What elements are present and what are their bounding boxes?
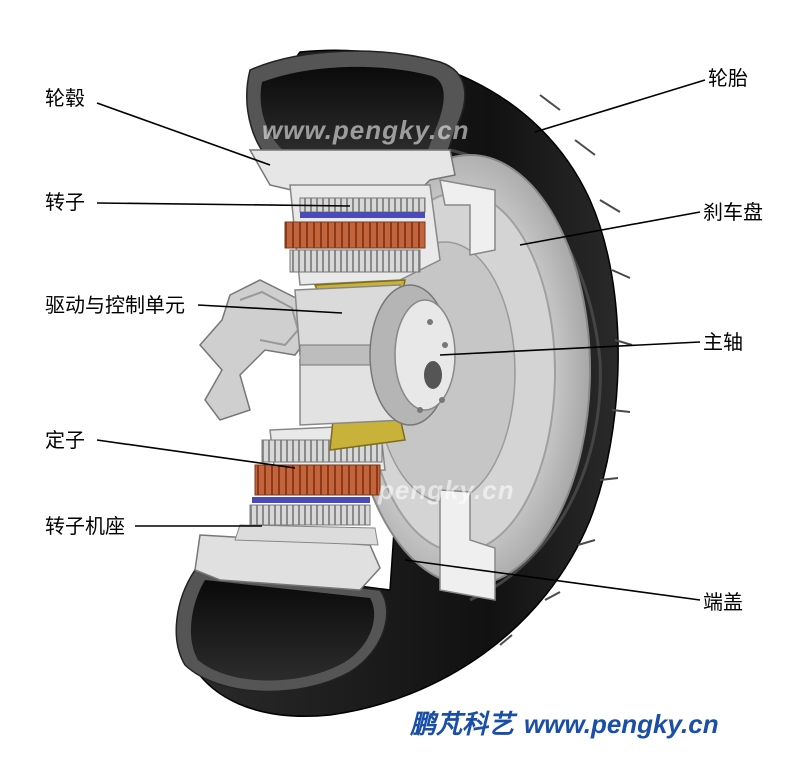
label-end-cover: 端盖 xyxy=(703,590,743,614)
watermark-middle: pengky.cn xyxy=(378,475,515,505)
tire-section-bottom xyxy=(175,569,388,693)
label-main-shaft: 主轴 xyxy=(703,330,743,354)
brand-footer: 鹏芃科艺 www.pengky.cn xyxy=(410,704,719,741)
brand-url[interactable]: www.pengky.cn xyxy=(524,709,719,739)
label-drive-control: 驱动与控制单元 xyxy=(45,293,185,317)
brand-name: 鹏芃科艺 xyxy=(410,710,515,740)
hub-rim xyxy=(194,149,496,601)
leader-stator xyxy=(96,439,296,469)
tire-section-top xyxy=(246,50,466,166)
leader-drive-control xyxy=(197,304,343,314)
label-rotor: 转子 xyxy=(45,190,85,214)
leader-tire xyxy=(534,79,706,133)
label-rotor-housing: 转子机座 xyxy=(45,514,125,538)
leader-rotor xyxy=(96,202,351,207)
label-brake-disc: 刹车盘 xyxy=(703,200,763,224)
rotor-laminations-upper xyxy=(284,197,426,273)
leader-brake-disc xyxy=(519,211,701,246)
leader-end-cover xyxy=(404,559,701,601)
mounting-bracket xyxy=(199,279,311,421)
label-tire: 轮胎 xyxy=(708,66,748,90)
label-hub: 轮毂 xyxy=(45,86,85,110)
watermark-top: www.pengky.cn xyxy=(262,115,470,145)
label-stator: 定子 xyxy=(45,428,85,452)
leader-lines xyxy=(96,79,706,601)
main-shaft xyxy=(369,284,456,426)
leader-main-shaft xyxy=(439,341,701,356)
leader-hub xyxy=(96,102,271,166)
